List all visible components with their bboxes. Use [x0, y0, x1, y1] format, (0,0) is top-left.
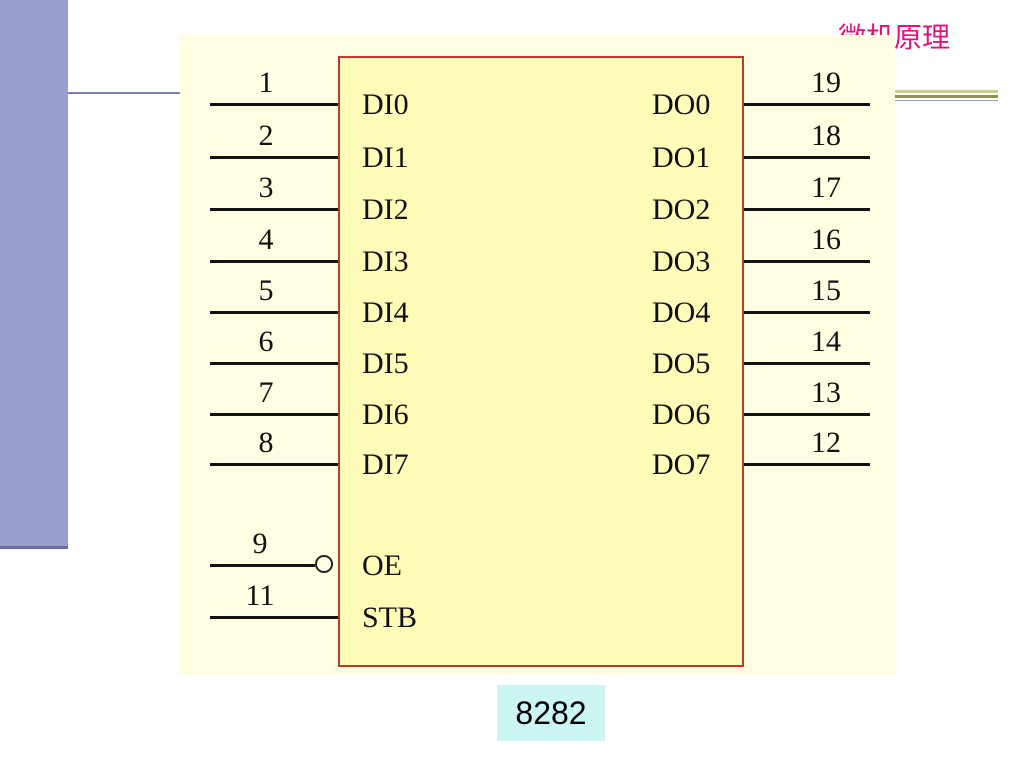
right-pin-number: 16	[811, 223, 841, 256]
right-pin-line	[744, 208, 870, 211]
right-pin-number: 14	[811, 325, 841, 358]
left-pin-label: DI5	[362, 347, 409, 380]
left-pin-label: DI0	[362, 88, 409, 121]
control-pin-number: 11	[245, 579, 275, 612]
right-pin-label: DO4	[652, 296, 711, 329]
left-pin-number: 2	[258, 119, 274, 152]
right-pin-label: DO1	[652, 141, 711, 174]
left-pin-line	[210, 413, 338, 416]
chip-caption: 8282	[497, 685, 605, 741]
left-pin-line	[210, 208, 338, 211]
left-pin-number: 5	[258, 274, 274, 307]
left-pin-number: 8	[258, 426, 274, 459]
left-pin-number: 3	[258, 171, 274, 204]
right-pin-number: 12	[811, 426, 841, 459]
left-pin-label: DI6	[362, 398, 409, 431]
left-pin-label: DI4	[362, 296, 409, 329]
left-pin-label: DI7	[362, 448, 409, 481]
right-pin-line	[744, 260, 870, 263]
header-rule-left	[68, 92, 183, 94]
control-pin-line	[210, 564, 315, 567]
slide-left-bar	[0, 0, 68, 549]
right-pin-number: 15	[811, 274, 841, 307]
left-pin-number: 6	[258, 325, 274, 358]
control-pin-line	[210, 616, 338, 619]
right-pin-number: 17	[811, 171, 841, 204]
right-pin-label: DO6	[652, 398, 711, 431]
left-pin-line	[210, 311, 338, 314]
header-rule-right	[890, 90, 998, 102]
left-pin-number: 7	[258, 376, 274, 409]
right-pin-line	[744, 463, 870, 466]
left-pin-line	[210, 103, 338, 106]
left-pin-line	[210, 463, 338, 466]
right-pin-line	[744, 362, 870, 365]
left-pin-label: DI2	[362, 193, 409, 226]
chip-body	[338, 56, 744, 667]
right-pin-number: 19	[811, 66, 841, 99]
control-pin-label: OE	[362, 549, 402, 582]
left-pin-label: DI1	[362, 141, 409, 174]
left-pin-line	[210, 362, 338, 365]
right-pin-line	[744, 156, 870, 159]
left-pin-label: DI3	[362, 245, 409, 278]
left-pin-line	[210, 260, 338, 263]
right-pin-label: DO5	[652, 347, 711, 380]
control-pin-label: STB	[362, 601, 418, 634]
right-pin-number: 13	[811, 376, 841, 409]
right-pin-label: DO3	[652, 245, 711, 278]
right-pin-label: DO7	[652, 448, 711, 481]
right-pin-label: DO2	[652, 193, 711, 226]
right-pin-line	[744, 311, 870, 314]
right-pin-label: DO0	[652, 88, 711, 121]
right-pin-line	[744, 103, 870, 106]
oe-inversion-bubble	[315, 555, 333, 573]
right-pin-number: 18	[811, 119, 841, 152]
left-pin-number: 1	[258, 66, 274, 99]
left-pin-number: 4	[258, 223, 274, 256]
left-pin-line	[210, 156, 338, 159]
control-pin-number: 9	[252, 527, 268, 560]
right-pin-line	[744, 413, 870, 416]
